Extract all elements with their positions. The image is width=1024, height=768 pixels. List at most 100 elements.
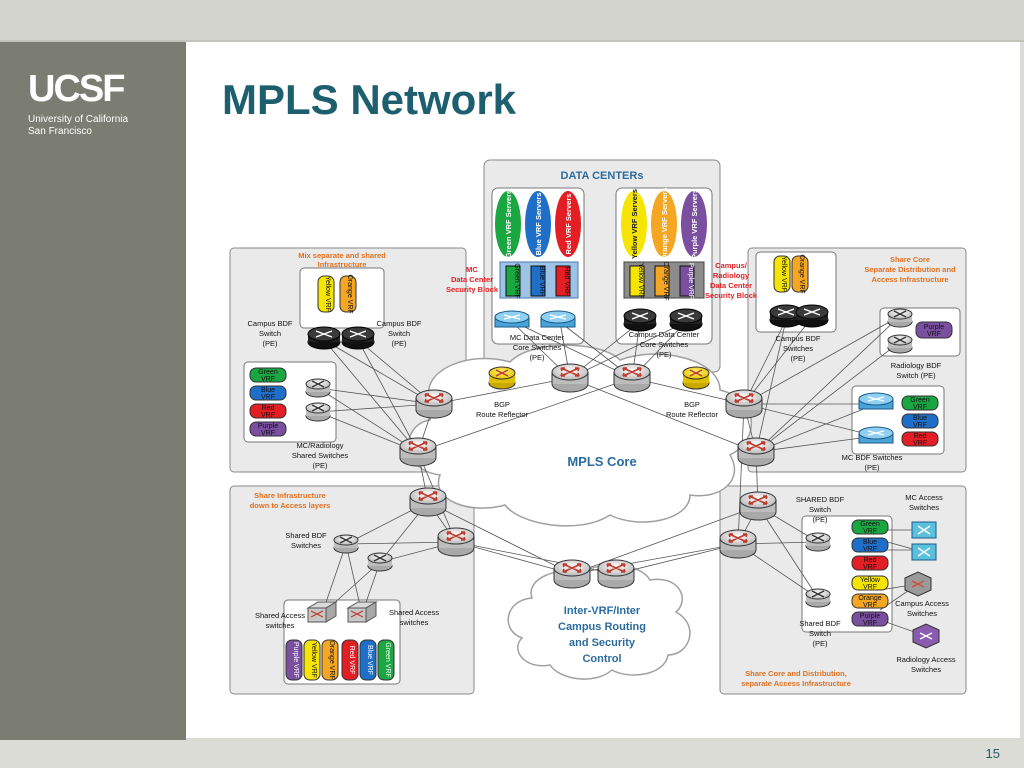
inter-vrf-3: and Security bbox=[569, 637, 636, 649]
sb-red-txt: Red bbox=[864, 557, 877, 564]
mix-infra-1: Mix separate and shared bbox=[298, 251, 386, 260]
sb-blue-txt: Blue bbox=[863, 539, 877, 546]
shared-access-left-2: switches bbox=[266, 621, 295, 630]
shared-bdf-top-2: Switch bbox=[809, 505, 831, 514]
mix-infra-2: Infrastructure bbox=[318, 260, 367, 269]
share-core-sep-3: Access Infrastructure bbox=[871, 275, 948, 284]
sa-red: Red VRF bbox=[348, 646, 355, 675]
mc-sb-2: Data Center bbox=[451, 275, 493, 284]
bgp-right-2: Route Reflector bbox=[666, 410, 719, 419]
mb-green: Green bbox=[910, 397, 930, 404]
bgp-left-1: BGP bbox=[494, 400, 510, 409]
campus-dc-core-1: Campus Data Center bbox=[629, 330, 700, 339]
campus-bdf-right-switches bbox=[769, 304, 829, 328]
sb-green-vrf: VRF bbox=[863, 528, 877, 535]
mix-vrf-pills: Yellow VRF Orange VRF bbox=[317, 274, 357, 314]
mc-bdf-1: MC BDF Switches bbox=[842, 453, 903, 462]
shared-bdf-bottom-1: Shared BDF bbox=[799, 619, 841, 628]
sa-orange: Orange VRF bbox=[328, 640, 335, 679]
purple-vrf-servers: Purple VRF Servers bbox=[690, 189, 699, 259]
data-centers-label: DATA CENTERs bbox=[561, 170, 644, 182]
top-bar bbox=[0, 0, 1024, 42]
sb-blue-vrf: VRF bbox=[863, 546, 877, 553]
mc-radiology-2: Shared Switches bbox=[292, 451, 349, 460]
blue-vrf-servers: Blue VRF Servers bbox=[534, 193, 543, 256]
mr-green: Green bbox=[258, 369, 278, 376]
diagram-labels: MC Data Center Security Block Campus/ Ra… bbox=[247, 251, 956, 688]
bottom-bar bbox=[0, 740, 1024, 768]
sa-blue: Blue VRF bbox=[366, 645, 373, 675]
shared-access-right-1: Shared Access bbox=[389, 608, 439, 617]
orange-vrf-servers: Orange VRF Servers bbox=[660, 188, 669, 261]
shared-bdf-bottom-2: Switch bbox=[809, 629, 831, 638]
share-core-dist-2: separate Access Infrastructure bbox=[741, 679, 851, 688]
mc-radiology-1: MC/Radiology bbox=[296, 441, 343, 450]
csb-4: Security Block bbox=[705, 291, 758, 300]
csb-2: Radiology bbox=[713, 271, 750, 280]
mr-green-vrf: VRF bbox=[261, 376, 275, 383]
bgp-right-1: BGP bbox=[684, 400, 700, 409]
shared-bdf-left-1: Shared BDF bbox=[285, 531, 327, 540]
sb-red: Red VRF bbox=[563, 267, 570, 296]
logo-line-2: San Francisco bbox=[28, 126, 92, 137]
sb-green-txt: Green bbox=[860, 521, 880, 528]
sb-blue: Blue VRF bbox=[538, 266, 545, 296]
csb-orange: Orange VRF bbox=[662, 261, 669, 300]
cr-yellow: Yellow VRF bbox=[780, 256, 787, 292]
mr-purple: Purple bbox=[258, 423, 278, 430]
shared-bdf-top-1: SHARED BDF bbox=[796, 495, 845, 504]
csb-purple: Purple VRF bbox=[687, 263, 694, 299]
green-vrf-servers: Green VRF Servers bbox=[504, 190, 513, 258]
sb-orange-txt: Orange bbox=[858, 595, 881, 602]
campus-dc-core-2: Core Switches bbox=[640, 340, 689, 349]
rad-purple-vrf: VRF bbox=[927, 331, 941, 338]
sb-green: Green VRF bbox=[513, 263, 520, 298]
campus-bdf-right-3: (PE) bbox=[392, 339, 408, 348]
mc-bdf-2: (PE) bbox=[865, 463, 881, 472]
left-brand-panel bbox=[0, 42, 186, 740]
campus-bdf-left-2: Switch bbox=[259, 329, 281, 338]
mr-blue-vrf: VRF bbox=[261, 394, 275, 401]
share-core-sep-1: Share Core bbox=[890, 255, 930, 264]
mr-purple-vrf: VRF bbox=[261, 430, 275, 437]
campus-bdf-right-1: Campus BDF bbox=[376, 319, 421, 328]
mpls-core-cloud bbox=[407, 344, 753, 527]
ucsf-logo: UCSF University of California San Franci… bbox=[28, 70, 128, 138]
csb-yellow: Yellow VRF bbox=[637, 263, 644, 299]
radiology-access-1: Radiology Access bbox=[896, 655, 955, 664]
radiology-bdf-2: Switch (PE) bbox=[896, 371, 936, 380]
inter-vrf-1: Inter-VRF/Inter bbox=[564, 605, 641, 617]
share-infra-2: down to Access layers bbox=[250, 501, 331, 510]
campus-dc-core-3: (PE) bbox=[657, 350, 673, 359]
share-core-sep-2: Separate Distribution and bbox=[864, 265, 956, 274]
servers-left: Green VRF Servers Blue VRF Servers Red V… bbox=[495, 190, 581, 258]
red-vrf-servers: Red VRF Servers bbox=[564, 194, 573, 255]
sb-purple-txt: Purple bbox=[860, 613, 880, 620]
sb-red-vrf: VRF bbox=[863, 564, 877, 571]
connection-lines bbox=[317, 315, 927, 637]
radiology-bdf-1: Radiology BDF bbox=[891, 361, 942, 370]
inter-vrf-label: Inter-VRF/Inter Campus Routing and Secur… bbox=[558, 605, 646, 665]
shared-access-left-1: Shared Access bbox=[255, 611, 305, 620]
sa-green: Green VRF bbox=[384, 642, 391, 677]
campus-bdf-left-3: (PE) bbox=[263, 339, 279, 348]
csb-3: Data Center bbox=[710, 281, 752, 290]
campus-bdf-left-1: Campus BDF bbox=[247, 319, 292, 328]
shared-bdf-vrf-pills: Green VRF Blue VRF Red VRF Yellow VRF Or… bbox=[851, 519, 889, 627]
bgp-left-2: Route Reflector bbox=[476, 410, 529, 419]
inter-vrf-2: Campus Routing bbox=[558, 621, 646, 633]
logo-line-1: University of California bbox=[28, 114, 129, 125]
campus-security-block: Yellow VRF Orange VRF Purple VRF bbox=[623, 261, 705, 301]
campus-bdf-sw-2: Switches bbox=[783, 344, 813, 353]
sb-orange-vrf: VRF bbox=[863, 602, 877, 609]
mb-blue-vrf: VRF bbox=[913, 422, 927, 429]
csb-1: Campus/ bbox=[715, 261, 748, 270]
mc-radiology-3: (PE) bbox=[313, 461, 329, 470]
servers-right: Yellow VRF Servers Orange VRF Servers Pu… bbox=[621, 188, 707, 261]
mc-dc-core-1: MC Data Center bbox=[510, 333, 565, 342]
shared-access-vrf-pills: Purple VRF Yellow VRF Orange VRF Red VRF… bbox=[285, 639, 395, 681]
sa-yellow: Yellow VRF bbox=[310, 642, 317, 678]
shared-bdf-bottom-3: (PE) bbox=[813, 639, 829, 648]
mc-access-2: Switches bbox=[909, 503, 939, 512]
mc-security-block: Green VRF Blue VRF Red VRF bbox=[499, 261, 579, 299]
